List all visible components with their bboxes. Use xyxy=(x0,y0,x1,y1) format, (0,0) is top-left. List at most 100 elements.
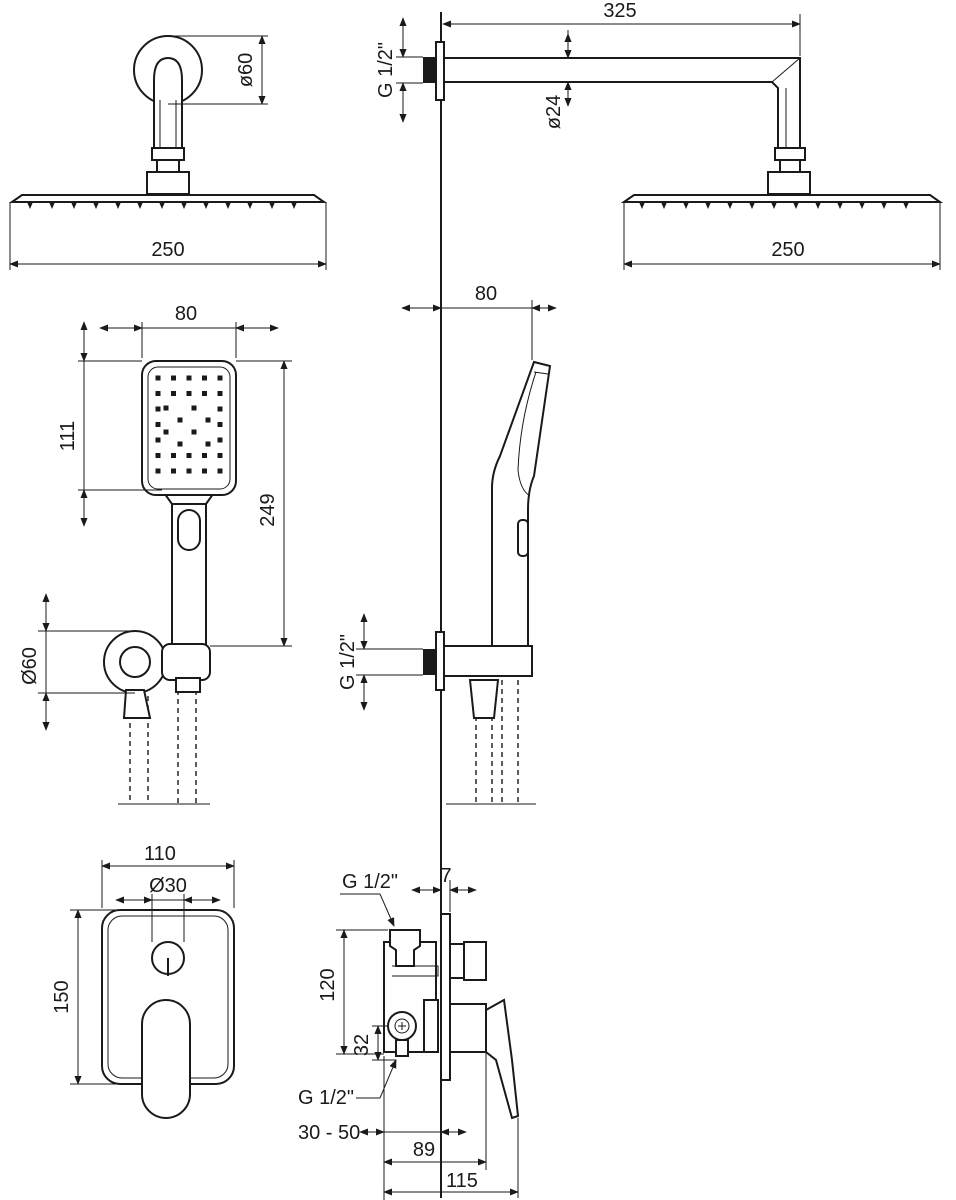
body-height-label: 120 xyxy=(317,968,339,1001)
mixer-lever-side xyxy=(485,998,520,1120)
wall-flange-hand xyxy=(435,631,445,691)
knob-diameter-label: Ø30 xyxy=(149,875,187,897)
nozzle-icon xyxy=(903,202,909,209)
nozzle-icon xyxy=(71,202,77,209)
bottom-inlet-label: G 1/2" xyxy=(298,1087,354,1109)
nozzle-dot xyxy=(191,405,197,411)
plate-height-label: 150 xyxy=(51,980,73,1013)
knob-stem-side xyxy=(449,943,465,979)
dimension-top-inlet: G 1/2" xyxy=(340,871,398,927)
dimension-total-depth: 115 xyxy=(383,1118,519,1198)
handle-cone xyxy=(175,677,201,693)
holder-bracket xyxy=(161,643,211,681)
bottom-inlet-stem xyxy=(395,1039,409,1057)
nozzle-dot xyxy=(186,468,192,474)
nozzle-icon xyxy=(881,202,887,209)
hand-shower-body-side xyxy=(491,360,552,649)
hand-head-length-label: 111 xyxy=(57,421,79,451)
total-depth-label: 115 xyxy=(446,1170,478,1192)
nozzle-row-front xyxy=(27,202,297,209)
diverter-knob-side xyxy=(463,941,487,981)
dimension-plate-width: 110 xyxy=(101,843,235,908)
nozzle-dot xyxy=(202,468,207,474)
nozzle-icon xyxy=(771,202,777,209)
holder-side xyxy=(443,645,533,677)
nozzle-dot xyxy=(155,375,161,381)
nozzle-icon xyxy=(815,202,821,209)
dimension-arm-diameter: ø24 xyxy=(543,30,572,129)
head-shower-side-view xyxy=(423,41,944,209)
head-width-side-label: 250 xyxy=(771,239,804,261)
nozzle-dot xyxy=(202,375,207,381)
nozzle-row-side xyxy=(639,202,909,209)
hand-depth-label: 80 xyxy=(475,283,497,305)
spray-button xyxy=(177,509,201,551)
nozzle-dot xyxy=(171,375,176,381)
nozzle-dot xyxy=(171,391,176,396)
dimension-knob-diameter: Ø30 xyxy=(115,875,221,942)
nozzle-dot xyxy=(155,453,161,458)
dimension-arm-length: 325 xyxy=(440,0,801,56)
nozzle-icon xyxy=(749,202,755,209)
nozzle-dot xyxy=(217,468,223,474)
plate-width-label: 110 xyxy=(144,843,176,865)
cartridge-housing xyxy=(423,999,439,1053)
nozzle-icon xyxy=(49,202,55,209)
nozzle-icon xyxy=(793,202,799,209)
nozzle-dot xyxy=(217,437,223,443)
ball-joint-nut-side xyxy=(774,147,806,161)
dimension-bottom-inlet: G 1/2" xyxy=(298,1059,397,1109)
nozzle-icon xyxy=(225,202,231,209)
hand-shower-nozzles xyxy=(155,375,223,474)
dimension-head-width-front: 250 xyxy=(9,202,327,270)
dimension-outlet-diameter: Ø60 xyxy=(19,593,135,731)
nozzle-icon xyxy=(181,202,187,209)
dimension-flange-diameter: ø60 xyxy=(168,35,268,105)
ball-joint-nut xyxy=(151,147,185,161)
nozzle-icon xyxy=(27,202,33,209)
nozzle-icon xyxy=(203,202,209,209)
nozzle-icon xyxy=(837,202,843,209)
nozzle-dot xyxy=(171,468,176,474)
nozzle-icon xyxy=(661,202,667,209)
dimension-plate-height: 150 xyxy=(51,909,120,1085)
nozzle-icon xyxy=(705,202,711,209)
hand-shower-face xyxy=(141,360,237,496)
dimension-hand-total-length: 249 xyxy=(210,360,292,647)
hand-total-length-label: 249 xyxy=(257,493,279,526)
nozzle-dot xyxy=(217,422,223,427)
nozzle-dot xyxy=(177,441,183,447)
top-inlet-label: G 1/2" xyxy=(342,871,398,893)
nozzle-dot xyxy=(177,417,183,423)
hand-shower-side-view xyxy=(423,360,552,805)
nozzle-icon xyxy=(137,202,143,209)
inlet-spacing-label: 32 xyxy=(351,1034,373,1056)
nozzle-dot xyxy=(217,406,223,412)
hose-connector-side xyxy=(468,679,500,719)
nozzle-dot xyxy=(205,417,211,423)
nozzle-icon xyxy=(93,202,99,209)
nozzle-icon xyxy=(115,202,121,209)
nozzle-dot xyxy=(202,453,207,458)
nozzle-dot xyxy=(155,422,161,427)
body-depth-label: 89 xyxy=(413,1139,435,1161)
nozzle-dot xyxy=(155,468,161,474)
nozzle-icon xyxy=(291,202,297,209)
nozzle-icon xyxy=(639,202,645,209)
shower-arm-front xyxy=(153,56,183,149)
mixer-plate-side xyxy=(440,913,451,1081)
outlet-connection-label: G 1/2" xyxy=(337,634,359,690)
dimension-mounting-depth: 30 - 50 xyxy=(298,1056,467,1200)
nozzle-icon xyxy=(247,202,253,209)
mixer-lever xyxy=(141,999,191,1119)
dimension-hand-head-length: 111 xyxy=(57,321,162,527)
hand-width-label: 80 xyxy=(175,303,197,325)
nozzle-dot xyxy=(186,375,192,381)
dimension-outlet-connection: G 1/2" xyxy=(337,613,423,711)
nozzle-dot xyxy=(217,375,223,381)
mixer-side-view xyxy=(383,913,520,1120)
dimension-hand-width: 80 xyxy=(99,303,279,358)
head-width-front-label: 250 xyxy=(151,239,184,261)
nozzle-icon xyxy=(159,202,165,209)
head-shower-plate-front xyxy=(8,194,328,203)
